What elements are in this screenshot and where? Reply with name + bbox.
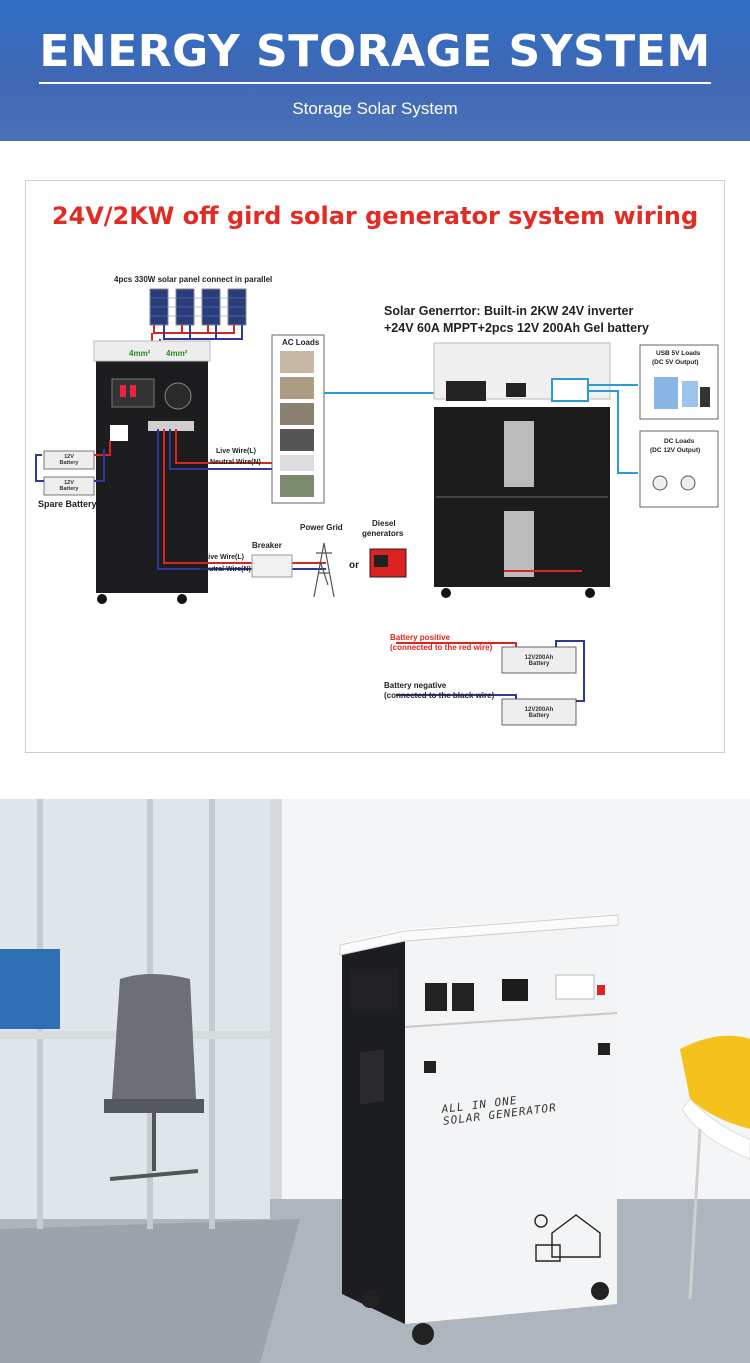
cable-size-right: 4mm² (166, 349, 188, 358)
or-label: or (349, 560, 359, 571)
battery-2-word: Battery (528, 713, 550, 719)
battery-positive-note: (connected to the red wire) (390, 643, 493, 652)
diesel-generator-icon (369, 548, 407, 578)
battery-1-word: Battery (528, 661, 550, 667)
left-battery-1-word: Battery (59, 460, 79, 466)
generators-label: generators (362, 529, 404, 538)
neutral-wire-label-top: Neutral Wire(N) (210, 459, 261, 466)
wiring-diagram: 24V/2KW off gird solar generator system … (25, 180, 725, 753)
live-wire-label-top: Live Wire(L) (216, 448, 256, 455)
title-divider (39, 82, 711, 84)
diesel-label: Diesel (372, 519, 396, 528)
battery-bank-icon (501, 646, 577, 726)
spare-battery-icon (43, 450, 95, 496)
power-grid-icon (313, 542, 335, 598)
battery-1-capacity: 12V200Ah (524, 655, 554, 661)
breaker-icon (251, 554, 293, 578)
usb-loads-label: USB 5V Loads (656, 350, 701, 357)
left-battery-2-voltage: 12V (64, 480, 74, 486)
live-wire-label-bottom: Live Wire(L) (204, 554, 244, 561)
ac-loads-label: AC Loads (282, 338, 320, 347)
solar-panels-icon (149, 288, 247, 326)
panel-label: 4pcs 330W solar panel connect in paralle… (114, 275, 273, 284)
left-battery-2-word: Battery (59, 486, 79, 492)
dc-loads-panel (639, 430, 719, 508)
usb-loads-panel (639, 344, 719, 420)
generator-cabinet-photo-icon (339, 914, 619, 1345)
spec-line-1: Solar Generrtor: Built-in 2KW 24V invert… (384, 304, 634, 318)
dc-loads-label: DC Loads (664, 438, 695, 445)
battery-negative-label: Battery negative (384, 681, 447, 690)
left-battery-1-voltage: 12V (64, 454, 74, 460)
solar-house-icon (534, 1214, 601, 1262)
product-photo: ALL IN ONE SOLAR GENERATOR (0, 799, 750, 1363)
generator-cabinet-left-icon (93, 340, 211, 604)
left-battery-1-text: 12V Battery (44, 454, 94, 466)
ac-loads-panel (271, 334, 325, 504)
product-photo-graphic (0, 799, 750, 1363)
battery-2-text: 12V200Ah Battery (502, 707, 576, 719)
battery-positive-label: Battery positive (390, 633, 451, 642)
usb-output-label: (DC 5V Output) (652, 359, 699, 366)
spec-line-2: +24V 60A MPPT+2pcs 12V 200Ah Gel battery (384, 321, 649, 335)
spare-battery-label: Spare Battery (38, 499, 97, 509)
generator-cabinet-right-icon (433, 342, 611, 598)
page-subtitle: Storage Solar System (292, 99, 458, 118)
breaker-label: Breaker (252, 541, 282, 550)
cable-size-left: 4mm² (129, 349, 151, 358)
page-title: ENERGY STORAGE SYSTEM (39, 26, 711, 77)
neutral-wire-label-bottom: Neutral Wire(N) (200, 566, 251, 573)
power-grid-label: Power Grid (300, 523, 343, 532)
dc-output-label: (DC 12V Output) (650, 447, 701, 454)
left-battery-2-text: 12V Battery (44, 480, 94, 492)
header-banner: ENERGY STORAGE SYSTEM Storage Solar Syst… (0, 0, 750, 141)
wiring-diagram-graphic (35, 288, 719, 726)
diagram-title: 24V/2KW off gird solar generator system … (51, 202, 699, 230)
battery-1-text: 12V200Ah Battery (502, 655, 576, 667)
office-chair-icon (104, 974, 204, 1181)
battery-2-capacity: 12V200Ah (524, 707, 554, 713)
generator-spec: Solar Generrtor: Built-in 2KW 24V invert… (384, 303, 649, 337)
battery-negative-note: (connected to the black wire) (384, 691, 495, 700)
